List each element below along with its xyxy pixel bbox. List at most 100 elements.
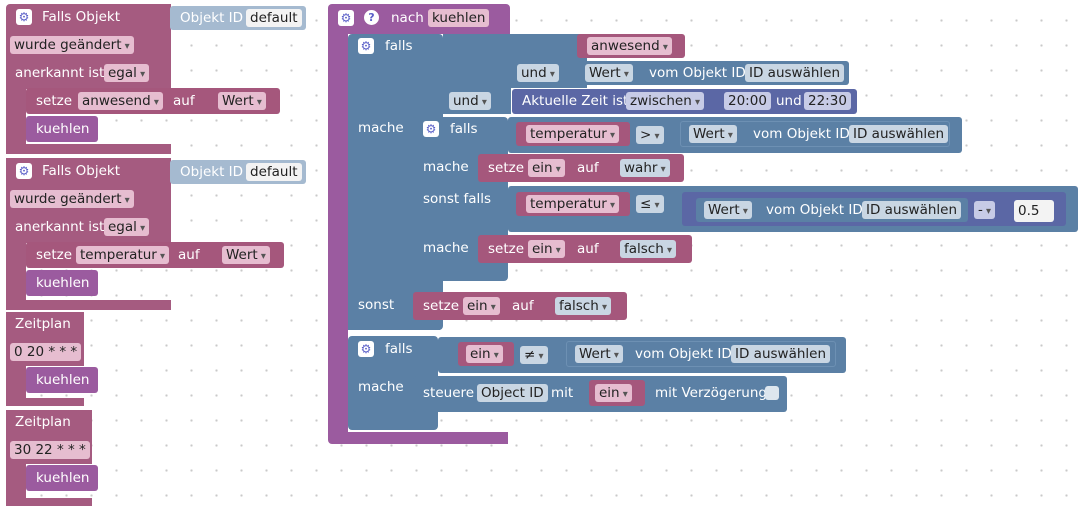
call-block[interactable]: kuehlen <box>26 367 98 393</box>
bool-dropdown[interactable]: falsch <box>620 240 676 258</box>
control-block[interactable]: steuere Object ID mit ein mit Verzögerun… <box>413 376 787 412</box>
value-dropdown[interactable]: Wert <box>585 64 633 82</box>
variable-dropdown[interactable]: ein <box>528 159 565 177</box>
get-state-block[interactable]: Wert vom Objekt ID ID auswählen <box>696 198 968 222</box>
variable-dropdown[interactable]: ein <box>466 345 503 363</box>
variable-get-block[interactable]: temperatur <box>516 122 630 146</box>
delay-label: mit Verzögerung <box>655 385 767 401</box>
time-start-input[interactable]: 20:00 <box>724 92 771 110</box>
variable-dropdown[interactable]: anwesend <box>78 92 163 110</box>
and-dropdown[interactable]: und <box>517 64 559 82</box>
variable-dropdown[interactable]: ein <box>463 297 500 315</box>
on-label: auf <box>178 247 200 263</box>
objekt-id-input-2[interactable]: Objekt ID default <box>170 160 306 184</box>
variable-get-block[interactable]: temperatur <box>516 192 630 216</box>
vom-objekt-label: vom Objekt ID <box>766 202 863 218</box>
vom-objekt-label: vom Objekt ID <box>649 65 746 81</box>
falls-label: falls <box>385 38 413 54</box>
operator-dropdown[interactable]: ≠ <box>520 346 548 364</box>
schedule-block-1[interactable]: Zeitplan 0 20 * * * kuehlen <box>6 312 98 406</box>
call-block[interactable]: kuehlen <box>26 270 98 296</box>
object-id-button[interactable]: Object ID <box>477 384 548 402</box>
sonst-label: sonst <box>358 297 395 313</box>
and-dropdown[interactable]: und <box>449 92 491 110</box>
objekt-id-input-1[interactable]: Objekt ID default <box>170 6 306 30</box>
time-compare-block[interactable]: Aktuelle Zeit ist zwischen 20:00 und 22:… <box>512 89 857 114</box>
variable-dropdown[interactable]: temperatur <box>526 125 620 143</box>
variable-get-block[interactable]: anwesend <box>577 34 685 58</box>
get-state-block[interactable]: Wert vom Objekt ID ID auswählen <box>577 61 849 85</box>
operator-dropdown[interactable]: > <box>636 126 664 144</box>
gear-icon[interactable]: ⚙ <box>423 121 439 137</box>
bool-dropdown[interactable]: falsch <box>555 297 611 315</box>
variable-dropdown[interactable]: anwesend <box>587 37 672 55</box>
on-label: auf <box>173 93 195 109</box>
variable-dropdown[interactable]: ein <box>528 240 565 258</box>
math-block[interactable]: Wert vom Objekt ID ID auswählen - 0.5 <box>682 192 1066 226</box>
value-dropdown[interactable]: Wert <box>704 201 752 219</box>
get-state-block[interactable]: Wert vom Objekt ID ID auswählen <box>566 341 836 367</box>
compare-block-1[interactable]: temperatur > Wert vom Objekt ID ID auswä… <box>508 117 962 153</box>
id-select-button[interactable]: ID auswählen <box>731 345 831 363</box>
cron-input[interactable]: 30 22 * * * <box>10 441 90 459</box>
help-icon[interactable]: ? <box>364 10 379 25</box>
operator-dropdown[interactable]: ≤ <box>636 195 664 213</box>
gear-icon[interactable]: ⚙ <box>16 9 32 25</box>
set-label: setze <box>488 160 525 176</box>
on-label: auf <box>577 241 599 257</box>
acked-dropdown[interactable]: egal <box>104 218 150 236</box>
call-label: kuehlen <box>36 275 90 291</box>
between-dropdown[interactable]: zwischen <box>626 92 704 110</box>
falls-label: falls <box>385 341 413 357</box>
changed-dropdown[interactable]: wurde geändert <box>10 36 134 54</box>
gear-icon[interactable]: ⚙ <box>358 341 374 357</box>
compare-block-3[interactable]: ein ≠ Wert vom Objekt ID ID auswählen <box>438 337 846 373</box>
number-input[interactable]: 0.5 <box>1014 200 1054 222</box>
set-variable-block[interactable]: setze anwesend auf Wert <box>26 88 280 114</box>
math-operator-dropdown[interactable]: - <box>974 201 996 219</box>
cron-input[interactable]: 0 20 * * * <box>10 343 82 361</box>
call-label: kuehlen <box>36 470 90 486</box>
on-label: auf <box>512 298 534 314</box>
variable-dropdown[interactable]: ein <box>595 384 632 402</box>
id-select-button[interactable]: ID auswählen <box>745 64 845 82</box>
value-dropdown[interactable]: Wert <box>575 345 623 363</box>
gear-icon[interactable]: ⚙ <box>338 10 354 26</box>
acked-dropdown[interactable]: egal <box>104 64 150 82</box>
bool-dropdown[interactable]: wahr <box>620 159 670 177</box>
value-dropdown[interactable]: Wert <box>689 125 737 143</box>
set-variable-block[interactable]: setze ein auf falsch <box>413 292 627 320</box>
variable-get-block[interactable]: ein <box>458 342 514 366</box>
call-block[interactable]: kuehlen <box>26 116 98 142</box>
changed-dropdown[interactable]: wurde geändert <box>10 190 134 208</box>
set-label: setze <box>423 298 460 314</box>
set-variable-block[interactable]: setze ein auf falsch <box>478 235 692 263</box>
function-name-input[interactable]: kuehlen <box>428 9 490 27</box>
schedule-block-2[interactable]: Zeitplan 30 22 * * * kuehlen <box>6 410 98 506</box>
steuere-label: steuere <box>423 385 475 401</box>
variable-dropdown[interactable]: temperatur <box>526 195 620 213</box>
call-block[interactable]: kuehlen <box>26 465 98 491</box>
value-dropdown[interactable]: Wert <box>222 246 270 264</box>
falls-label: falls <box>450 121 478 137</box>
get-state-block[interactable]: Wert vom Objekt ID ID auswählen <box>680 121 950 147</box>
set-label: setze <box>36 93 73 109</box>
set-variable-block[interactable]: setze temperatur auf Wert <box>26 242 284 268</box>
set-variable-block[interactable]: setze ein auf wahr <box>478 154 684 182</box>
gear-icon[interactable]: ⚙ <box>358 38 374 54</box>
gear-icon[interactable]: ⚙ <box>16 163 32 179</box>
delay-checkbox[interactable] <box>765 386 779 400</box>
time-end-input[interactable]: 22:30 <box>804 92 851 110</box>
variable-dropdown[interactable]: temperatur <box>76 246 170 264</box>
mache-label: mache <box>423 159 469 175</box>
vom-objekt-label: vom Objekt ID <box>753 126 850 142</box>
variable-get-block[interactable]: ein <box>589 380 645 406</box>
id-select-button[interactable]: ID auswählen <box>862 201 962 219</box>
id-select-button[interactable]: ID auswählen <box>849 125 949 143</box>
compare-block-2[interactable]: temperatur ≤ Wert vom Objekt ID ID auswä… <box>508 186 1078 232</box>
trigger-block-2[interactable]: ⚙ Falls Objekt wurde geändert anerkannt … <box>6 158 284 310</box>
set-label: setze <box>488 241 525 257</box>
trigger-block-1[interactable]: ⚙ Falls Objekt wurde geändert anerkannt … <box>6 4 280 154</box>
trigger-title: Falls Objekt <box>42 163 120 179</box>
value-dropdown[interactable]: Wert <box>218 92 266 110</box>
